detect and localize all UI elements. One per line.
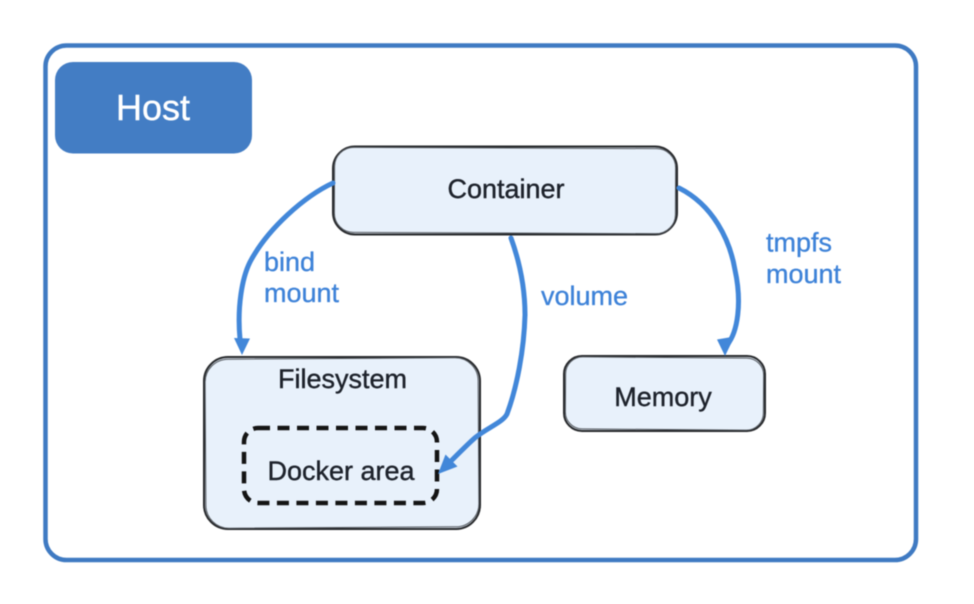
svg-text:mount: mount [264,278,340,308]
svg-text:Memory: Memory [614,382,712,412]
svg-text:mount: mount [766,259,842,289]
svg-text:tmpfs: tmpfs [766,228,832,258]
svg-text:volume: volume [541,281,628,311]
svg-text:bind: bind [264,247,315,277]
svg-text:Host: Host [116,87,190,128]
svg-text:Filesystem: Filesystem [278,364,407,394]
svg-text:Docker area: Docker area [267,456,415,486]
svg-text:Container: Container [447,174,564,204]
